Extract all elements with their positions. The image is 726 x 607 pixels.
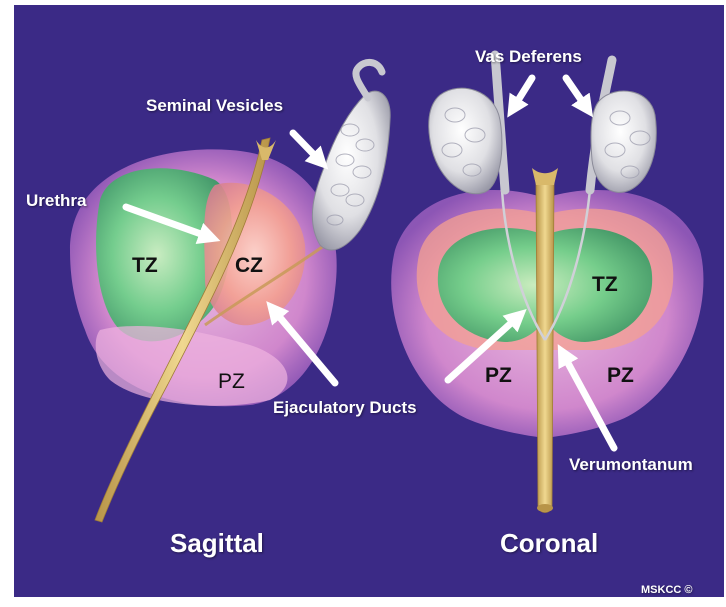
zone-cz-sagittal: CZ — [235, 254, 263, 278]
label-verumontanum: Verumontanum — [569, 455, 693, 475]
zone-tz-sagittal: TZ — [132, 254, 158, 278]
zone-tz-coronal: TZ — [592, 273, 618, 297]
zone-pz-sagittal: PZ — [218, 370, 245, 394]
label-coronal: Coronal — [500, 528, 598, 559]
label-seminal-vesicles: Seminal Vesicles — [146, 96, 283, 116]
label-ejaculatory-ducts: Ejaculatory Ducts — [273, 398, 417, 418]
zone-pz-coronal-right: PZ — [607, 364, 634, 388]
coronal-urethra-end — [537, 504, 553, 512]
coronal-urethra — [536, 180, 554, 513]
zone-pz-coronal-left: PZ — [485, 364, 512, 388]
label-credit: MSKCC © — [641, 584, 693, 596]
label-sagittal: Sagittal — [170, 528, 264, 559]
label-urethra: Urethra — [26, 191, 86, 211]
label-vas-deferens: Vas Deferens — [475, 47, 582, 67]
